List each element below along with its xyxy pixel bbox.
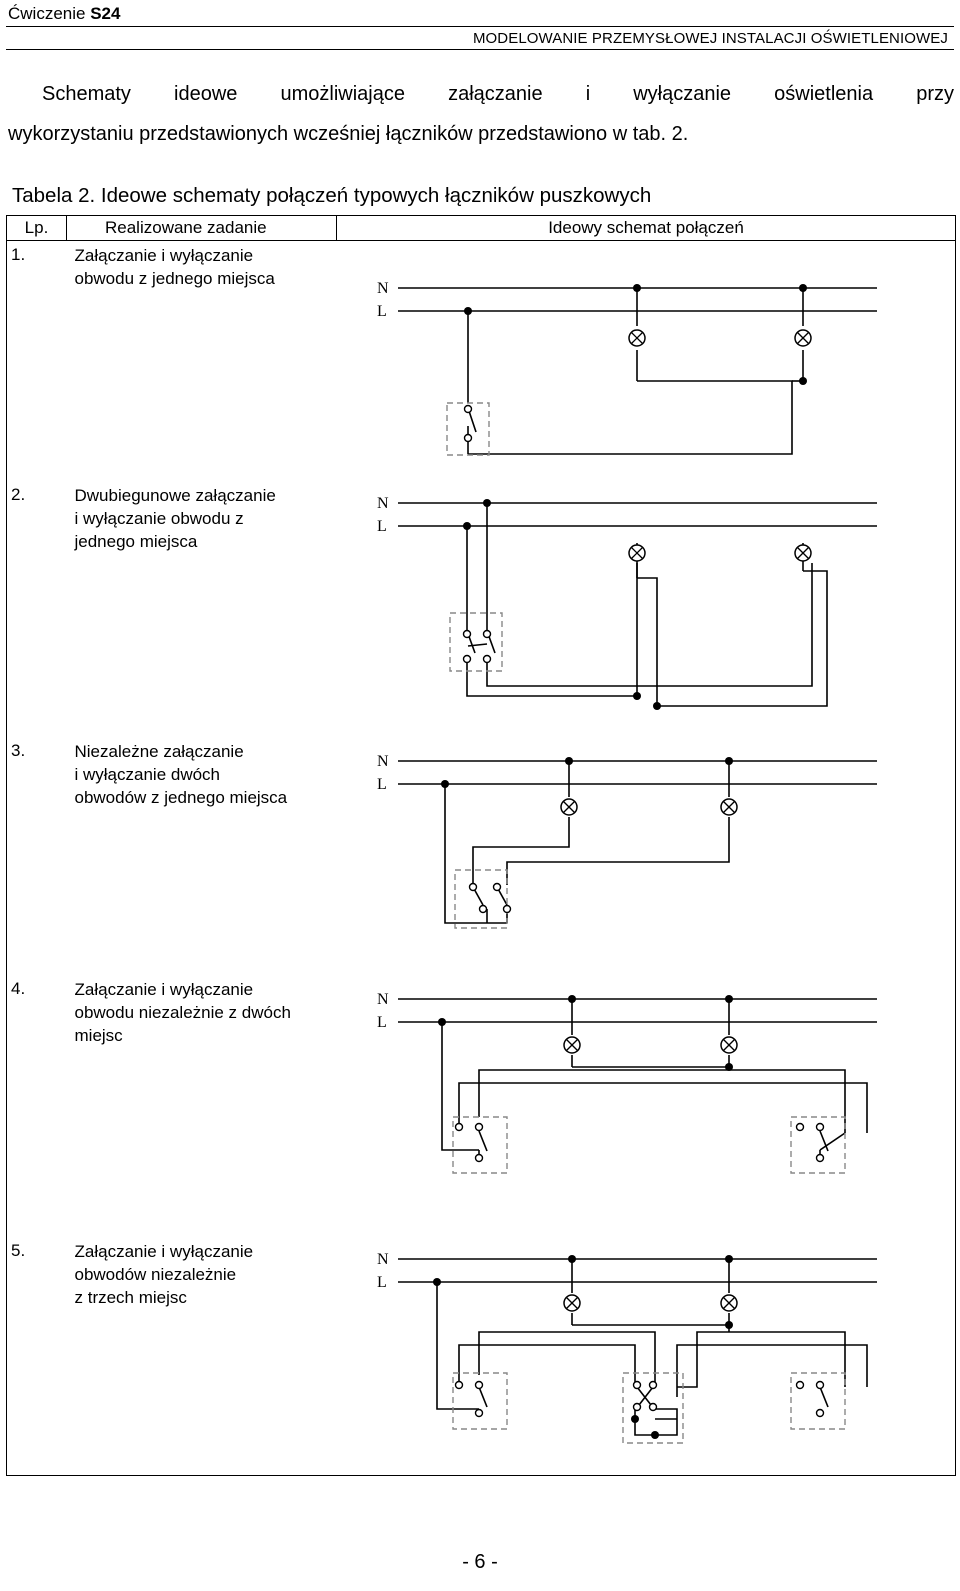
switch-box-left bbox=[451, 1372, 508, 1430]
schematic-1: N L bbox=[377, 280, 877, 456]
wire-label-l: L bbox=[377, 303, 387, 320]
schematics-table: Lp. Realizowane zadanie Ideowy schemat p… bbox=[6, 215, 956, 1476]
switch-box bbox=[448, 612, 503, 672]
intro-line-2: wykorzystaniu przedstawionych wcześniej … bbox=[8, 123, 689, 145]
row-diagram: N L bbox=[336, 481, 956, 737]
header-rule-bottom bbox=[6, 49, 954, 50]
switch-box bbox=[445, 402, 490, 456]
switch-box-right bbox=[789, 1116, 846, 1174]
table-row: 4. Załączanie i wyłączanie obwodu niezal… bbox=[6, 975, 956, 1237]
wire-label-l: L bbox=[377, 518, 387, 535]
schematic-2: N L bbox=[377, 495, 877, 710]
header-rule bbox=[6, 26, 954, 27]
row-diagram: N L bbox=[336, 975, 956, 1237]
exercise-code: S24 bbox=[90, 4, 121, 23]
intro-line-1: Schematy ideowe umożliwiające załączanie… bbox=[42, 83, 954, 105]
row-number: 4. bbox=[6, 975, 67, 1237]
row-diagram: N L bbox=[336, 737, 956, 975]
header-lp: Lp. bbox=[6, 215, 67, 241]
table-header-row: Lp. Realizowane zadanie Ideowy schemat p… bbox=[6, 215, 956, 241]
row-number: 3. bbox=[6, 737, 67, 975]
wire-label-n: N bbox=[377, 495, 389, 512]
table-row: 1. Załączanie i wyłączanie obwodu z jedn… bbox=[6, 240, 956, 481]
switch-box-middle bbox=[621, 1372, 684, 1444]
table-row: 5. Załączanie i wyłączanie obwodów nieza… bbox=[6, 1237, 956, 1476]
row-task: Dwubiegunowe załączanie i wyłączanie obw… bbox=[74, 486, 276, 551]
header-schema: Ideowy schemat połączeń bbox=[336, 215, 956, 241]
header-task: Realizowane zadanie bbox=[66, 215, 337, 241]
row-number: 2. bbox=[6, 481, 67, 737]
schematic-3: N L bbox=[377, 753, 877, 929]
row-task: Załączanie i wyłączanie obwodu z jednego… bbox=[74, 246, 275, 288]
wire-label-l: L bbox=[377, 1274, 387, 1291]
wire-label-n: N bbox=[377, 991, 389, 1008]
row-diagram: N L bbox=[336, 240, 956, 481]
switch-box-right bbox=[789, 1372, 846, 1430]
schematic-5: N L bbox=[377, 1251, 877, 1444]
wire-label-l: L bbox=[377, 1014, 387, 1031]
wire-label-n: N bbox=[377, 280, 389, 297]
row-diagram: N L bbox=[336, 1237, 956, 1476]
intro-paragraph: Schematy ideowe umożliwiające załączanie… bbox=[8, 74, 954, 154]
row-task: Niezależne załączanie i wyłączanie dwóch… bbox=[74, 742, 288, 807]
header-topic: MODELOWANIE PRZEMYSŁOWEJ INSTALACJI OŚWI… bbox=[472, 30, 948, 47]
wire-label-n: N bbox=[377, 1251, 389, 1268]
row-task: Załączanie i wyłączanie obwodów niezależ… bbox=[66, 1237, 337, 1476]
table-caption: Tabela 2. Ideowe schematy połączeń typow… bbox=[12, 184, 652, 207]
row-task: Załączanie i wyłączanie obwodu niezależn… bbox=[74, 980, 291, 1045]
wire-label-n: N bbox=[377, 753, 389, 770]
exercise-label: Ćwiczenie S24 bbox=[8, 4, 121, 23]
switch-box bbox=[453, 869, 508, 929]
wire-label-l: L bbox=[377, 776, 387, 793]
page-number: - 6 - bbox=[462, 1551, 498, 1573]
row-number: 1. bbox=[6, 240, 67, 481]
switch-box-left bbox=[451, 1116, 508, 1174]
table-row: 2. Dwubiegunowe załączanie i wyłączanie … bbox=[6, 481, 956, 737]
schematic-4: N L bbox=[377, 991, 877, 1174]
table-row: 3. Niezależne załączanie i wyłączanie dw… bbox=[6, 737, 956, 975]
row-number: 5. bbox=[6, 1237, 67, 1476]
